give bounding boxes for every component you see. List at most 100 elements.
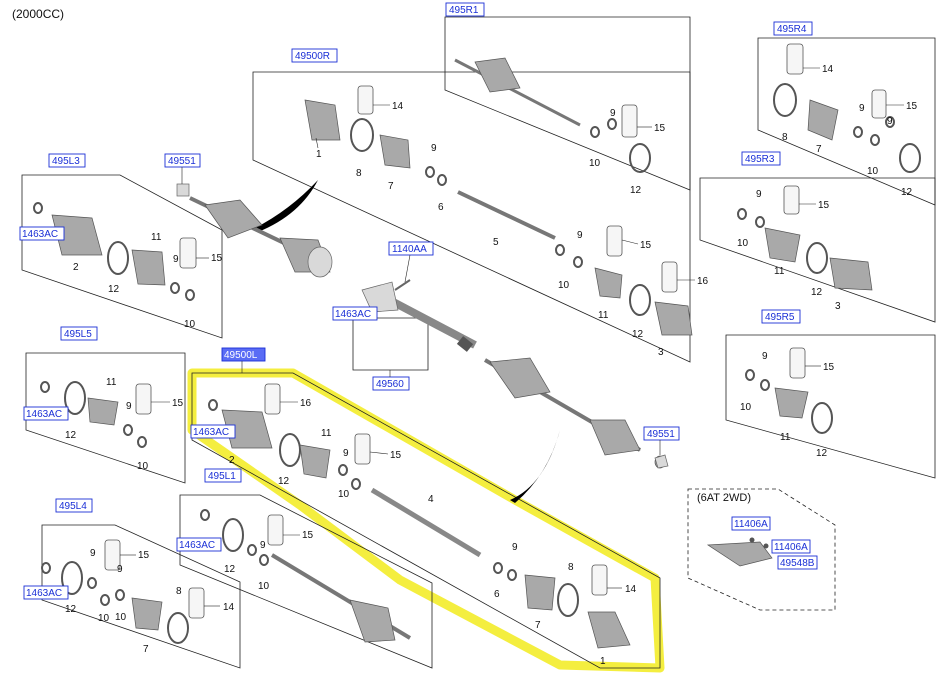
svg-text:7: 7	[388, 181, 394, 192]
svg-text:16: 16	[300, 398, 312, 409]
svg-text:15: 15	[818, 200, 830, 211]
svg-text:9: 9	[859, 103, 865, 114]
ref-495L4[interactable]: 495L4	[55, 498, 93, 513]
svg-text:15: 15	[823, 362, 835, 373]
svg-text:15: 15	[172, 398, 184, 409]
svg-text:12: 12	[901, 187, 913, 198]
svg-text:1463AC: 1463AC	[26, 588, 62, 599]
svg-text:10: 10	[338, 489, 350, 500]
svg-text:15: 15	[211, 253, 223, 264]
panel-495L5	[25, 352, 186, 484]
svg-text:10: 10	[589, 158, 601, 169]
ref-49551-upper[interactable]: 49551	[164, 153, 201, 168]
svg-text:9: 9	[173, 254, 179, 265]
panel-495R1	[444, 16, 691, 191]
svg-text:49560: 49560	[376, 379, 404, 390]
svg-text:12: 12	[278, 476, 290, 487]
assembly-495L5	[40, 381, 152, 448]
ref-11406A-b[interactable]: 11406A	[771, 539, 811, 554]
svg-text:5: 5	[493, 237, 499, 248]
bracket-6at-2wd	[706, 537, 773, 567]
ref-495L5[interactable]: 495L5	[60, 326, 98, 341]
bushing-icon-49551a	[176, 183, 190, 197]
ref-495R4[interactable]: 495R4	[773, 21, 813, 36]
svg-text:11406A: 11406A	[734, 519, 768, 530]
svg-text:9: 9	[577, 230, 583, 241]
svg-text:10: 10	[115, 612, 127, 623]
svg-text:1: 1	[600, 656, 606, 667]
ref-49551-lower[interactable]: 49551	[643, 426, 680, 441]
intermediate-shaft	[361, 281, 477, 352]
svg-text:49551: 49551	[647, 429, 675, 440]
svg-text:8: 8	[782, 132, 788, 143]
ref-1463AC-l3[interactable]: 1463AC	[19, 226, 65, 241]
svg-text:8: 8	[356, 168, 362, 179]
ref-495R1[interactable]: 495R1	[445, 2, 485, 17]
ref-49500R[interactable]: 49500R	[291, 48, 338, 63]
ref-495L3[interactable]: 495L3	[48, 153, 86, 168]
svg-text:12: 12	[630, 185, 642, 196]
assembly-495R1	[454, 57, 652, 173]
ref-1463AC-l1[interactable]: 1463AC	[176, 537, 222, 552]
svg-text:12: 12	[65, 430, 77, 441]
ref-1463AC-selected[interactable]: 1463AC	[190, 424, 236, 439]
svg-text:14: 14	[392, 101, 404, 112]
svg-text:15: 15	[390, 450, 402, 461]
svg-text:495R5: 495R5	[765, 312, 795, 323]
assembly-495R5	[745, 347, 833, 434]
svg-text:49500L: 49500L	[224, 350, 258, 361]
svg-text:4: 4	[428, 494, 434, 505]
svg-text:3: 3	[835, 301, 841, 312]
panel-49560	[352, 317, 429, 371]
svg-text:9: 9	[610, 108, 616, 119]
svg-text:1463AC: 1463AC	[335, 309, 371, 320]
svg-text:11: 11	[321, 428, 332, 439]
svg-text:11: 11	[106, 377, 117, 388]
ref-1140AA[interactable]: 1140AA	[388, 241, 434, 256]
svg-text:12: 12	[108, 284, 120, 295]
svg-text:11: 11	[774, 266, 785, 277]
svg-text:11: 11	[151, 232, 162, 243]
svg-text:6: 6	[494, 589, 500, 600]
assembly-495L3	[33, 202, 197, 301]
svg-text:9: 9	[126, 401, 132, 412]
ref-495R5[interactable]: 495R5	[761, 309, 801, 324]
assembly-495R3	[737, 185, 873, 291]
svg-text:2: 2	[73, 262, 79, 273]
svg-text:12: 12	[632, 329, 644, 340]
assembly-49500L	[208, 383, 631, 649]
ref-1463AC-mid[interactable]: 1463AC	[332, 306, 378, 321]
svg-text:9: 9	[887, 116, 893, 127]
svg-text:7: 7	[143, 644, 149, 655]
ref-49560[interactable]: 49560	[372, 376, 410, 391]
svg-text:15: 15	[302, 530, 314, 541]
ref-49500L[interactable]: 49500L	[221, 347, 266, 362]
svg-text:1: 1	[316, 149, 322, 160]
panel-495L3	[21, 174, 223, 339]
svg-text:9: 9	[90, 548, 96, 559]
ref-495R3[interactable]: 495R3	[741, 151, 781, 166]
svg-text:10: 10	[867, 166, 879, 177]
direction-arrow-upper	[255, 180, 318, 232]
panel-495R5	[725, 334, 936, 479]
nut-icon-49551b	[654, 454, 669, 469]
svg-text:9: 9	[756, 189, 762, 200]
svg-text:11: 11	[780, 432, 791, 443]
ref-1463AC-l4[interactable]: 1463AC	[23, 585, 69, 600]
ref-49548B[interactable]: 49548B	[777, 555, 818, 570]
svg-text:12: 12	[816, 448, 828, 459]
ref-1463AC-l5[interactable]: 1463AC	[23, 406, 69, 421]
selected-assembly-highlight	[187, 368, 665, 673]
svg-text:9: 9	[117, 564, 123, 575]
svg-text:1463AC: 1463AC	[179, 540, 215, 551]
ref-495L1[interactable]: 495L1	[204, 468, 242, 483]
ref-11406A-a[interactable]: 11406A	[731, 516, 771, 531]
svg-text:1140AA: 1140AA	[392, 244, 427, 255]
svg-text:10: 10	[184, 319, 196, 330]
engine-spec-label: (2000CC)	[12, 7, 64, 21]
svg-text:49500R: 49500R	[295, 51, 330, 62]
svg-text:1463AC: 1463AC	[22, 229, 58, 240]
svg-text:9: 9	[512, 542, 518, 553]
svg-text:16: 16	[697, 276, 709, 287]
svg-text:7: 7	[816, 144, 822, 155]
